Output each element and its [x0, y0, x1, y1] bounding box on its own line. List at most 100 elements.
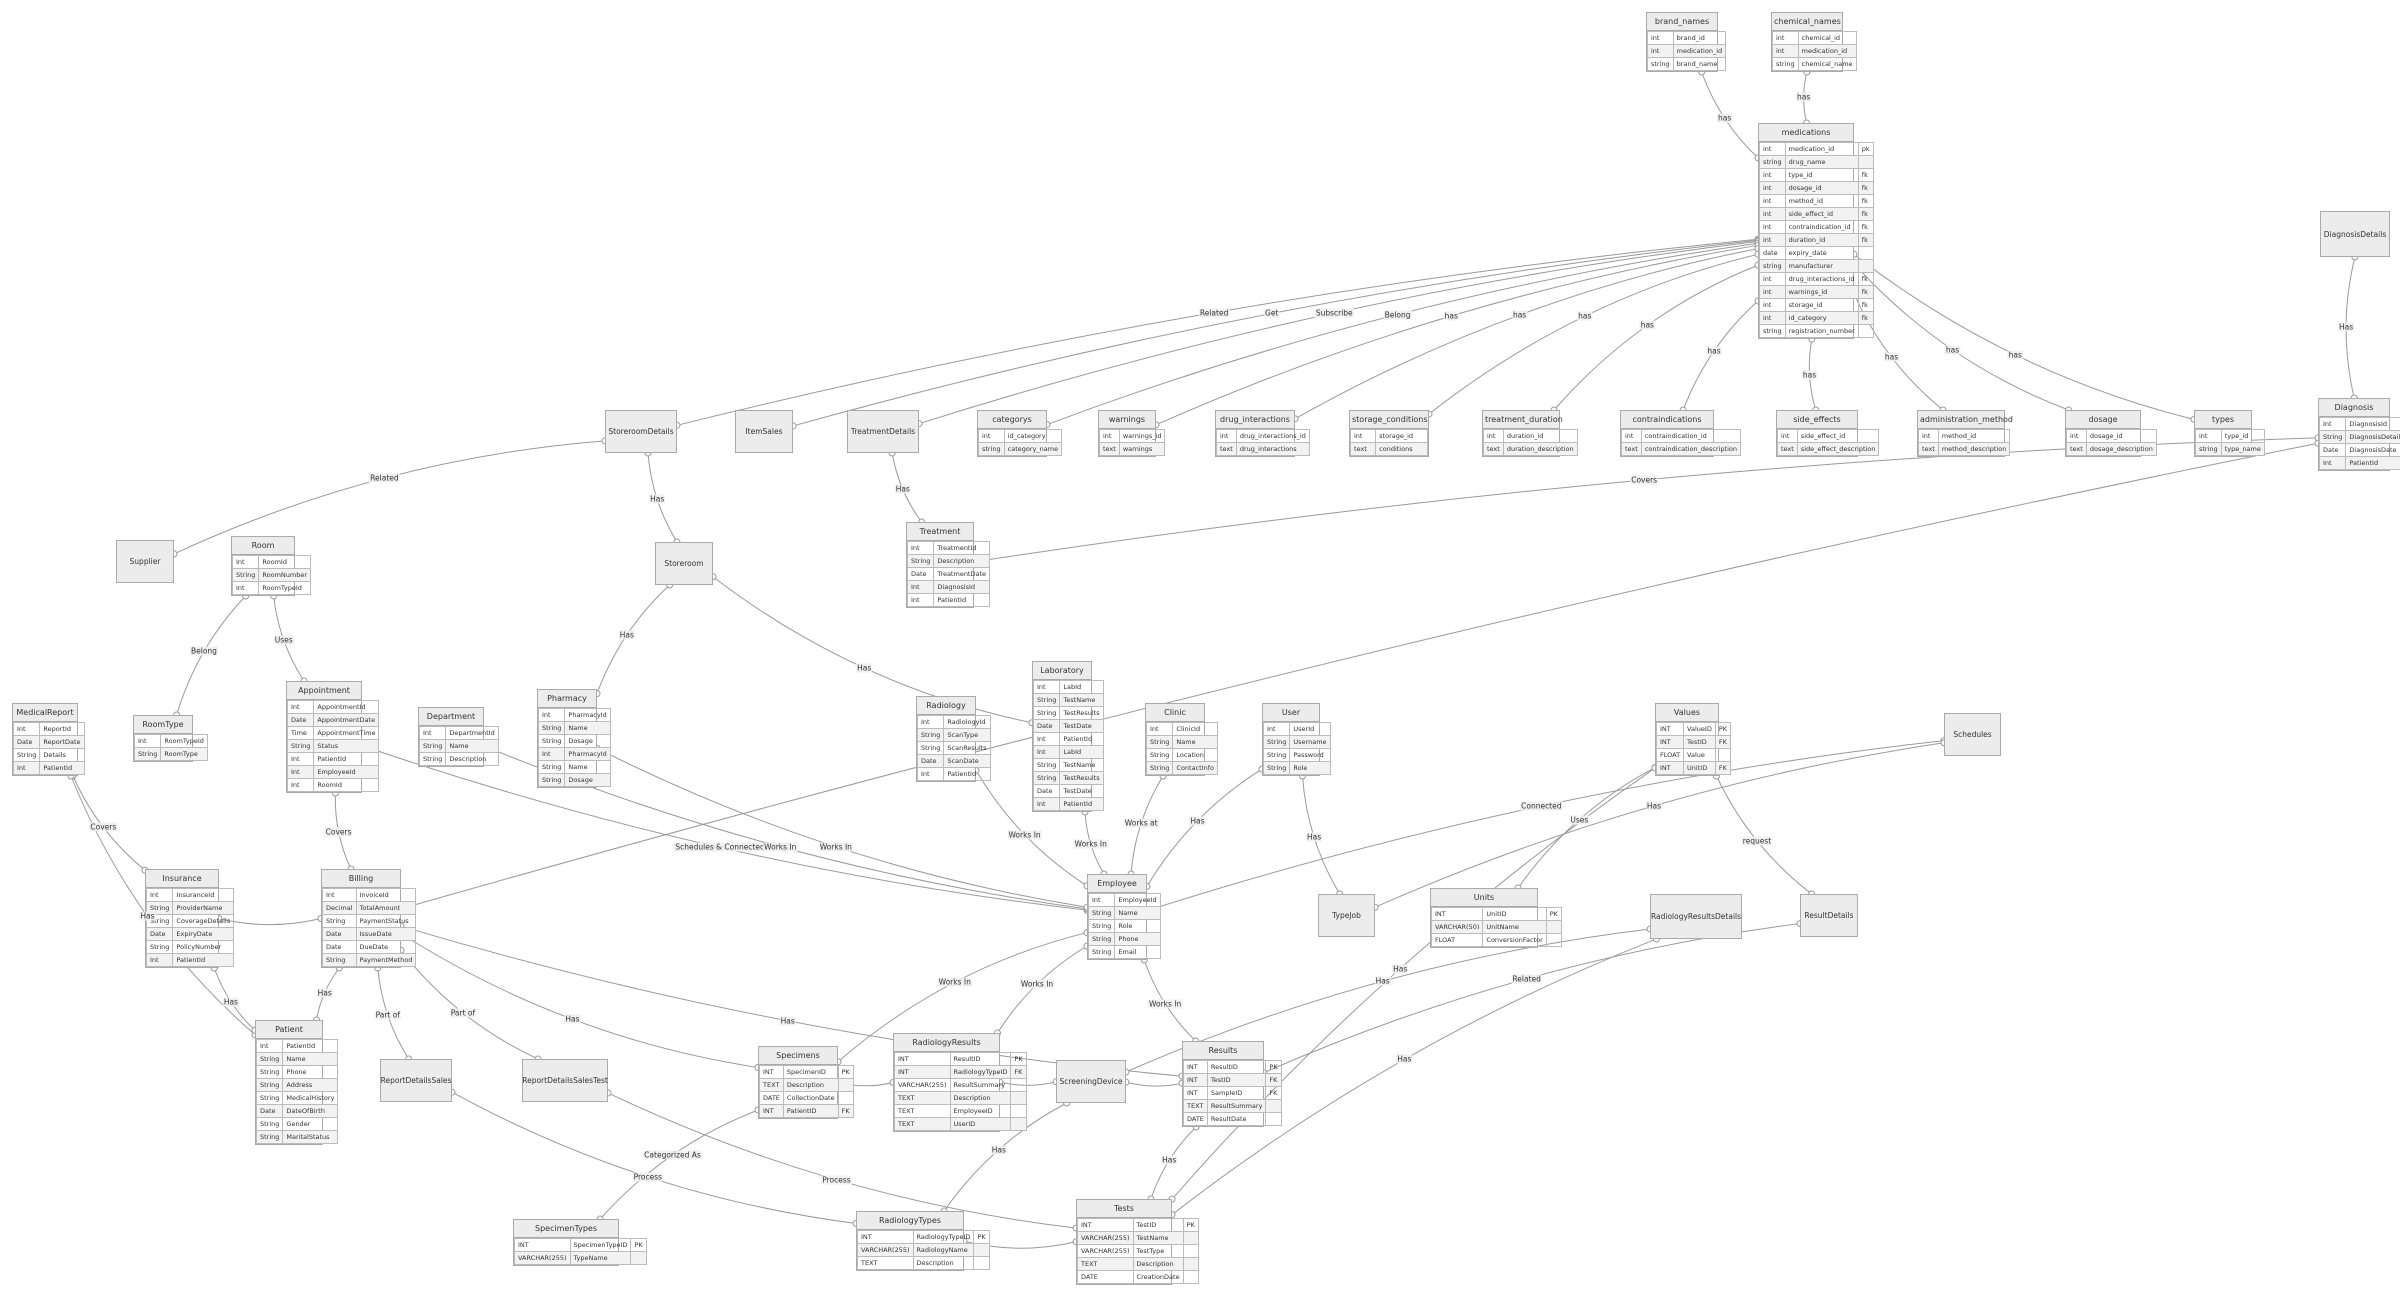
relationship-label: Works In	[1073, 839, 1108, 849]
attribute-key	[1010, 1091, 1027, 1105]
entity-diagnosis-details[interactable]: DiagnosisDetails	[2320, 211, 2390, 257]
attribute-name: PatientId	[2345, 456, 2400, 470]
attribute-key	[1010, 1078, 1027, 1092]
attribute-type: String	[255, 1091, 284, 1105]
entity-report-details-sales-test[interactable]: ReportDetailsSalesTest	[522, 1059, 608, 1102]
attribute-name: PolicyNumber	[172, 940, 235, 954]
entity-supplier[interactable]: Supplier	[116, 540, 174, 583]
entity-storeroom[interactable]: Storeroom	[655, 542, 713, 585]
relationship-line	[218, 918, 322, 926]
attribute-type: Date	[322, 940, 357, 954]
attribute-name: TreatmentId	[933, 541, 991, 555]
relationship-label: has	[1577, 311, 1593, 321]
attribute-row: VARCHAR(50)UnitName	[1430, 920, 1562, 934]
attribute-name: TestID	[1206, 1073, 1267, 1087]
attribute-type: text	[1483, 442, 1504, 456]
relationship-label: Related	[1198, 308, 1230, 318]
attribute-key	[1182, 1270, 1199, 1284]
entity-schedules[interactable]: Schedules	[1944, 713, 2001, 756]
attribute-name: drug_interactions	[1235, 442, 1310, 456]
attribute-key: FK	[1010, 1065, 1027, 1079]
entity-report-details-sales[interactable]: ReportDetailsSales	[380, 1059, 452, 1102]
entity-title: Appointment	[287, 682, 361, 700]
entity-type-job[interactable]: TypeJob	[1318, 894, 1375, 937]
entity-screening-device[interactable]: ScreeningDevice	[1056, 1060, 1126, 1103]
entity-storeroom-details[interactable]: StoreroomDetails	[605, 410, 677, 453]
entity-title: administration_method	[1918, 411, 2013, 429]
attribute-type: Date	[1032, 784, 1061, 798]
attribute-name: method_id	[1937, 429, 2011, 443]
relationship-line	[1155, 244, 1759, 426]
attribute-name: chemical_id	[1797, 31, 1857, 45]
attribute-name: contraindication_id	[1784, 220, 1859, 234]
attribute-type: Int	[906, 580, 935, 594]
relationship-label: Has	[649, 494, 666, 504]
entity-item-sales[interactable]: ItemSales	[735, 410, 793, 453]
relationship-line	[792, 239, 1759, 427]
attribute-name: RoomTypeId	[160, 734, 208, 748]
relationship-label: request	[1741, 836, 1773, 846]
entity-title: TreatmentDetails	[850, 427, 916, 436]
attribute-key: PK	[1545, 907, 1562, 921]
attribute-type: text	[2066, 442, 2087, 456]
entity-result-details[interactable]: ResultDetails	[1800, 894, 1858, 937]
attribute-name: LabId	[1059, 680, 1104, 694]
relationship-label: Has	[316, 988, 333, 998]
attribute-name: side_effect_id	[1784, 207, 1859, 221]
entity-radiology-results-details[interactable]: RadiologyResultsDetails	[1650, 894, 1742, 939]
entity-treatment-details[interactable]: TreatmentDetails	[847, 410, 919, 453]
